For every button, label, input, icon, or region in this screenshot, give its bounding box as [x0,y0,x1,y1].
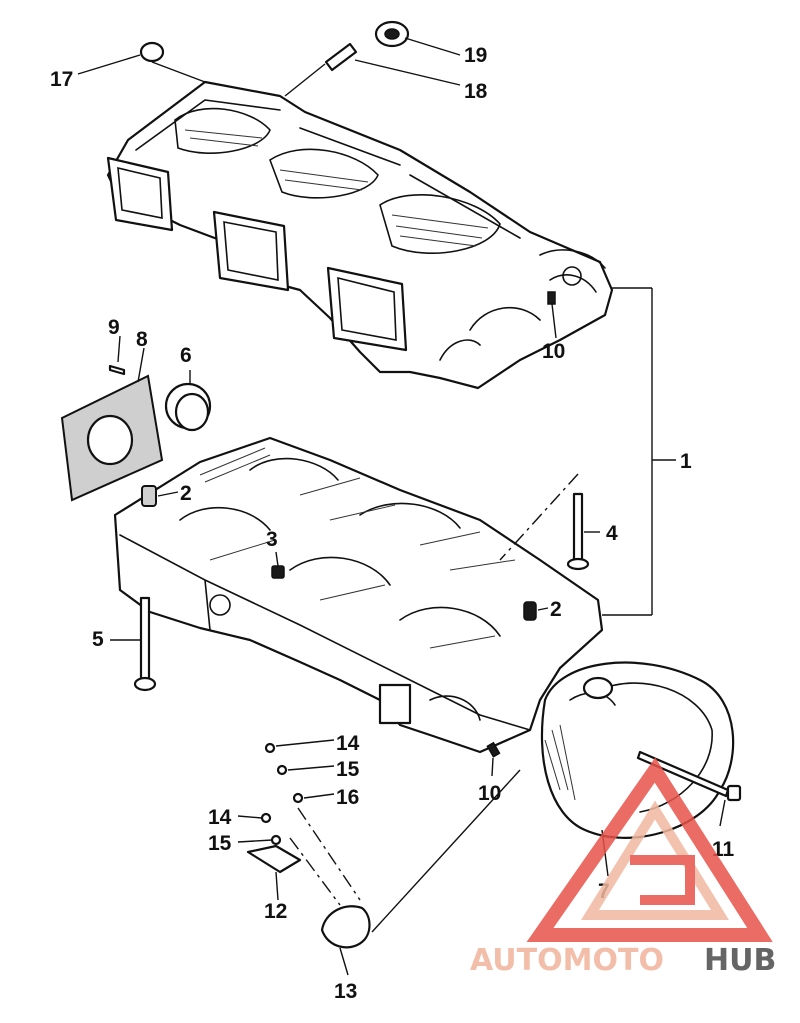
callout-5: 5 [92,628,104,651]
callout-18: 18 [464,80,488,103]
washer-15-lower [270,834,282,846]
plate-8 [60,374,164,502]
pin-18 [324,42,358,72]
callout-2-right: 2 [550,598,562,621]
callout-14-lower: 14 [208,806,232,829]
callout-3: 3 [266,528,278,551]
callout-6: 6 [180,344,192,367]
callout-1: 1 [680,450,692,473]
callout-11: 11 [712,838,735,861]
bolt-4 [566,492,590,571]
callout-14-upper: 14 [336,732,360,755]
screw-14-lower [260,812,272,824]
callout-2-left: 2 [180,482,192,505]
screw-9 [108,364,126,376]
bracket-12 [246,844,302,874]
plug-17 [139,41,165,63]
seal-19 [374,20,410,48]
callout-15-lower: 15 [208,832,232,855]
washer-16 [292,792,304,804]
lower-crankcase [113,436,604,754]
callouts: 1 2 2 3 4 5 6 7 8 9 10 10 11 12 13 14 14… [50,44,735,1003]
callout-13: 13 [334,980,357,1003]
washer-15-upper [276,764,288,776]
bolt-11 [636,750,742,802]
callout-8: 8 [136,328,148,351]
ring-6 [164,382,212,432]
callout-10-upper: 10 [542,340,565,363]
automotohub-watermark: AUTOMOTO HUB [470,757,776,978]
watermark-logo-icon [526,757,773,942]
callout-12: 12 [264,900,287,923]
watermark-text-part2: HUB [704,943,776,978]
bolt-5 [133,596,157,692]
callout-17: 17 [50,68,73,91]
callout-4: 4 [606,522,618,545]
pin-10-lower [486,741,501,758]
callout-10-lower: 10 [478,782,501,805]
callout-16: 16 [336,786,359,809]
cover-13 [320,905,371,949]
watermark-text-part1: AUTOMOTO [470,943,664,978]
dowel-2-right [523,601,537,621]
leader-lines [77,37,726,976]
upper-crankcase [106,80,614,390]
housing-7 [540,661,735,839]
callout-9: 9 [108,316,120,339]
callout-19: 19 [464,44,487,67]
screw-14-upper [264,742,276,754]
callout-15-upper: 15 [336,758,360,781]
dowel-2-left [141,485,157,507]
